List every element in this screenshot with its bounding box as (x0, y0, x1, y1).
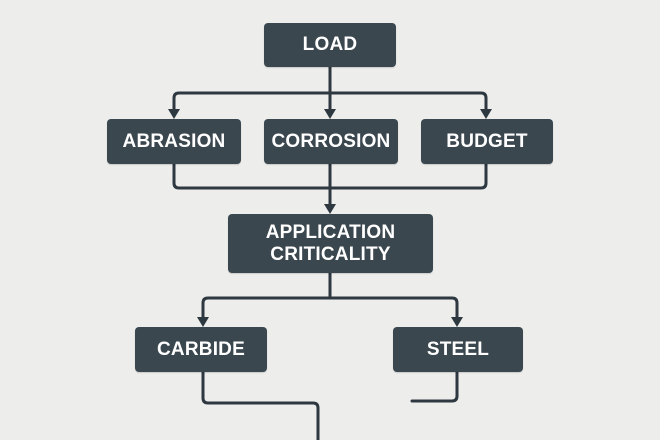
arrowhead-abrasion (168, 109, 180, 119)
node-corrosion: CORROSION (264, 119, 398, 164)
node-carbide: CARBIDE (135, 327, 267, 372)
node-budget: BUDGET (421, 119, 553, 164)
node-abrasion-label: ABRASION (122, 130, 226, 152)
node-steel-label: STEEL (426, 338, 490, 360)
arrowhead-criticality (324, 204, 336, 214)
connector-steel-exit (410, 370, 459, 403)
arrowhead-carbide (197, 317, 209, 327)
node-corrosion-label: CORROSION (271, 130, 391, 152)
node-load: LOAD (264, 23, 396, 67)
node-steel: STEEL (393, 327, 523, 372)
node-application-criticality: APPLICATION CRITICALITY (228, 214, 433, 273)
node-carbide-label: CARBIDE (157, 338, 245, 360)
arrowhead-corrosion (324, 109, 336, 119)
arrowhead-budget (480, 109, 492, 119)
node-application-criticality-label: APPLICATION CRITICALITY (265, 221, 396, 265)
node-load-label: LOAD (302, 34, 358, 55)
node-budget-label: BUDGET (446, 130, 528, 152)
connector-outcome-branch (201, 296, 459, 320)
node-abrasion: ABRASION (107, 119, 241, 164)
connector-carbide-exit (201, 370, 320, 440)
arrowhead-steel (451, 317, 463, 327)
